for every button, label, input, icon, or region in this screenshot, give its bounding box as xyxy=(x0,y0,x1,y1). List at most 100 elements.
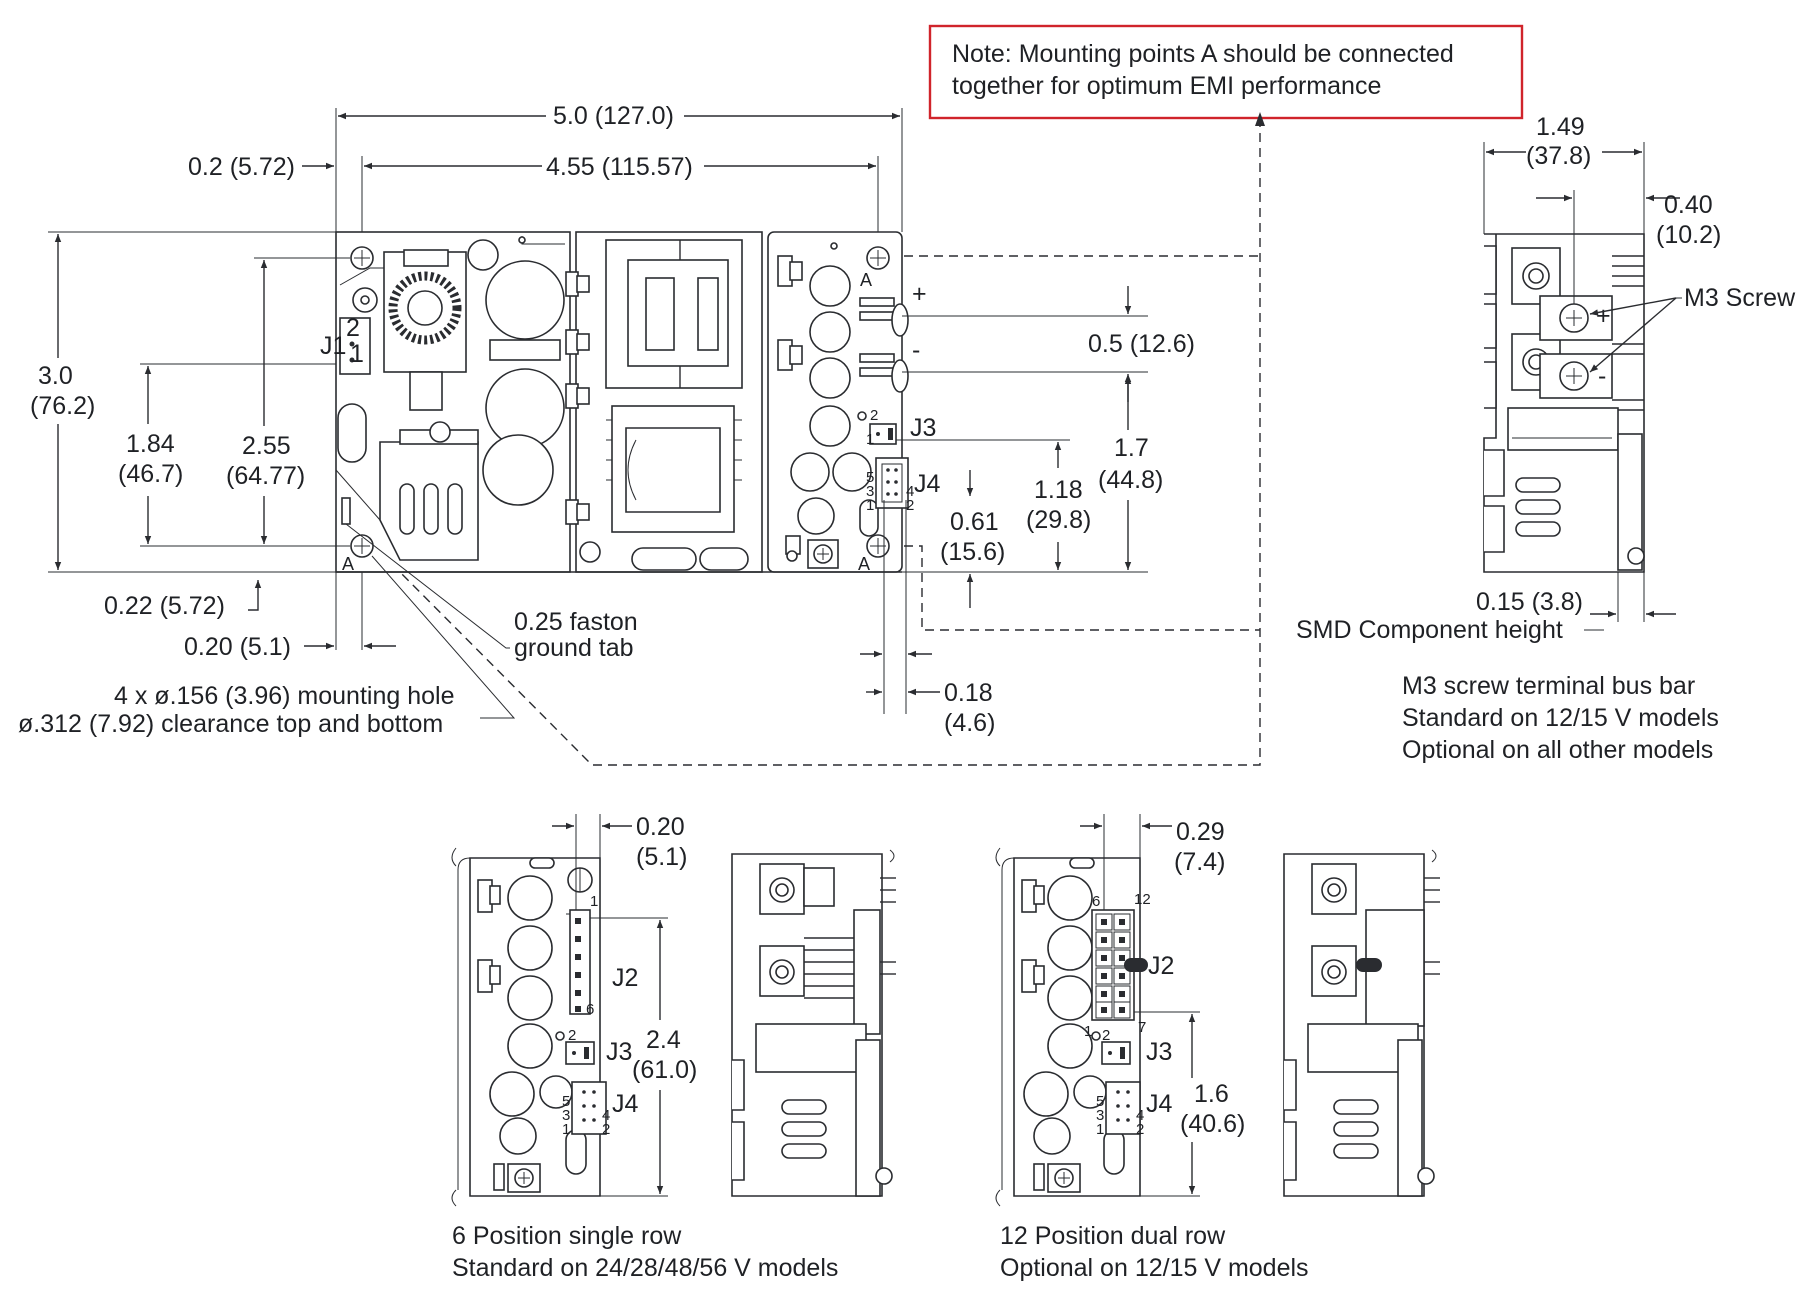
smd-label: SMD Component height xyxy=(1296,616,1563,644)
variant-12-position: 6 12 1 7 J2 2 J3 5 3 1 4 2 J4 0.29 (7.4)… xyxy=(995,814,1440,1282)
note-line-1: Note: Mounting points A should be connec… xyxy=(952,40,1454,68)
j1-label: J1 xyxy=(320,332,346,360)
plus-label: + xyxy=(912,280,927,308)
dim-018: 0.18 xyxy=(944,679,993,707)
j3-pin-2: 2 xyxy=(1102,1027,1110,1044)
output-capacitor xyxy=(809,265,851,307)
busbar-caption-3: Optional on all other models xyxy=(1402,736,1713,764)
note-border xyxy=(928,24,1524,120)
hole-note-1: 4 x ø.156 (3.96) mounting hole xyxy=(114,682,454,710)
dim-17-mm: (44.8) xyxy=(1098,466,1163,494)
mounting-hole-top-left xyxy=(350,246,374,270)
dim-side-width: 1.49 xyxy=(1536,113,1585,141)
bulk-capacitor xyxy=(485,260,565,340)
dim-255: 2.55 xyxy=(242,432,291,460)
dim-bottom-offset: 0.22 (5.72) xyxy=(104,592,225,620)
j2-pin-12: 12 xyxy=(1134,891,1151,908)
j4-label: J4 xyxy=(914,470,941,498)
dim-side-040-mm: (10.2) xyxy=(1656,221,1721,249)
j4-pin-3: 3 xyxy=(1096,1107,1104,1124)
bulk-capacitor xyxy=(482,434,554,506)
dim-118: 1.18 xyxy=(1034,476,1083,504)
dim-j2a-24-mm: (61.0) xyxy=(632,1056,697,1084)
j2-pin-1: 1 xyxy=(590,893,598,910)
j4-pin-5: 5 xyxy=(562,1093,570,1110)
dim-j2a-020: 0.20 xyxy=(636,813,685,841)
dim-j2b-029: 0.29 xyxy=(1176,818,1225,846)
dim-j2b-029-mm: (7.4) xyxy=(1174,848,1225,876)
hole-note-2: ø.312 (7.92) clearance top and bottom xyxy=(18,710,443,738)
j2-single-row-connector xyxy=(569,909,591,1015)
mounting-hole-bottom-right xyxy=(866,534,890,558)
dim-tab-offset: 0.20 (5.1) xyxy=(184,633,291,661)
j1-pin-2: 2 xyxy=(346,314,360,342)
j3-pin-2: 2 xyxy=(870,407,878,424)
emi-dashed-leader xyxy=(387,112,1265,766)
j4-pin-1: 1 xyxy=(562,1121,570,1138)
j3-pin-1: 1 xyxy=(866,431,874,448)
dim-255-mm: (64.77) xyxy=(226,462,305,490)
side-minus-label: - xyxy=(1598,362,1606,390)
j1-connector xyxy=(339,317,371,375)
j1-pin-1: 1 xyxy=(350,340,364,368)
minus-label: - xyxy=(912,336,920,364)
fuse-holder xyxy=(337,403,367,463)
heatsink-fins xyxy=(565,271,590,525)
j2-pin-6: 6 xyxy=(586,1001,594,1018)
j2-side-connector xyxy=(853,909,881,1035)
side-view-fins xyxy=(1484,245,1505,553)
j3-label: J3 xyxy=(606,1038,632,1066)
side-view-busbar: + - 1.49 (37.8) 0.40 (10.2) M3 Screw xyxy=(1296,113,1796,764)
single-caption-1: 6 Position single row xyxy=(452,1222,682,1250)
j4-pin-1: 1 xyxy=(866,497,874,514)
mounting-hole-top-right xyxy=(866,246,890,270)
note-line-2: together for optimum EMI performance xyxy=(952,72,1381,100)
j4-pin-4: 4 xyxy=(906,483,914,500)
capacitor-small xyxy=(467,239,499,271)
j2-pin-6: 6 xyxy=(1092,893,1100,910)
faston-tab xyxy=(341,497,351,525)
dim-17: 1.7 xyxy=(1114,434,1149,462)
j4-pin-2: 2 xyxy=(602,1121,610,1138)
terminal-plus xyxy=(859,297,895,307)
dim-overall-width: 5.0 (127.0) xyxy=(553,102,674,130)
side-plus-label: + xyxy=(1596,302,1611,330)
variant-6-position: 1 6 J2 2 J3 5 3 1 4 2 J4 0.20 (5.1) 2.4 … xyxy=(451,813,896,1282)
dim-terminal-pitch: 0.5 (12.6) xyxy=(1088,330,1195,358)
dim-184: 1.84 xyxy=(126,430,175,458)
j4-label: J4 xyxy=(612,1090,639,1118)
main-board-top-view: A A A J1 2 1 xyxy=(320,231,941,574)
dim-left-offset: 0.2 (5.72) xyxy=(188,153,295,181)
dim-height: 3.0 xyxy=(38,362,73,390)
j4-pin-3: 3 xyxy=(866,483,874,500)
j4-pin-2: 2 xyxy=(906,497,914,514)
j4-pin-3: 3 xyxy=(562,1107,570,1124)
main-dimensions: 5.0 (127.0) 4.55 (115.57) 0.2 (5.72) 3.0… xyxy=(18,102,1195,738)
point-a-label: A xyxy=(860,270,872,290)
j4-pin-2: 2 xyxy=(1136,1121,1144,1138)
dim-j2b-16: 1.6 xyxy=(1194,1080,1229,1108)
faston-label-1: 0.25 faston xyxy=(514,608,638,636)
j3-label: J3 xyxy=(1146,1038,1172,1066)
dim-061-mm: (15.6) xyxy=(940,538,1005,566)
dim-061: 0.61 xyxy=(950,508,999,536)
j2-label: J2 xyxy=(612,964,638,992)
note-box: Note: Mounting points A should be connec… xyxy=(928,24,1524,120)
faston-label-2: ground tab xyxy=(514,634,634,662)
dim-118-mm: (29.8) xyxy=(1026,506,1091,534)
j3-pin-2: 2 xyxy=(568,1027,576,1044)
dim-hole-span: 4.55 (115.57) xyxy=(546,153,693,181)
dim-height-mm: (76.2) xyxy=(30,392,95,420)
busbar-caption-2: Standard on 12/15 V models xyxy=(1402,704,1719,732)
dim-j2a-24: 2.4 xyxy=(646,1026,681,1054)
dim-j2a-020-mm: (5.1) xyxy=(636,843,687,871)
j4-pin-1: 1 xyxy=(1096,1121,1104,1138)
single-caption-2: Standard on 24/28/48/56 V models xyxy=(452,1254,838,1282)
j4-pin-5: 5 xyxy=(866,469,874,486)
point-a-label: A xyxy=(342,554,354,574)
j4-label: J4 xyxy=(1146,1090,1173,1118)
terminal-minus xyxy=(859,353,895,363)
busbar-caption-1: M3 screw terminal bus bar xyxy=(1402,672,1695,700)
side-view-pins xyxy=(1612,255,1644,411)
dim-side-width-mm: (37.8) xyxy=(1526,142,1591,170)
